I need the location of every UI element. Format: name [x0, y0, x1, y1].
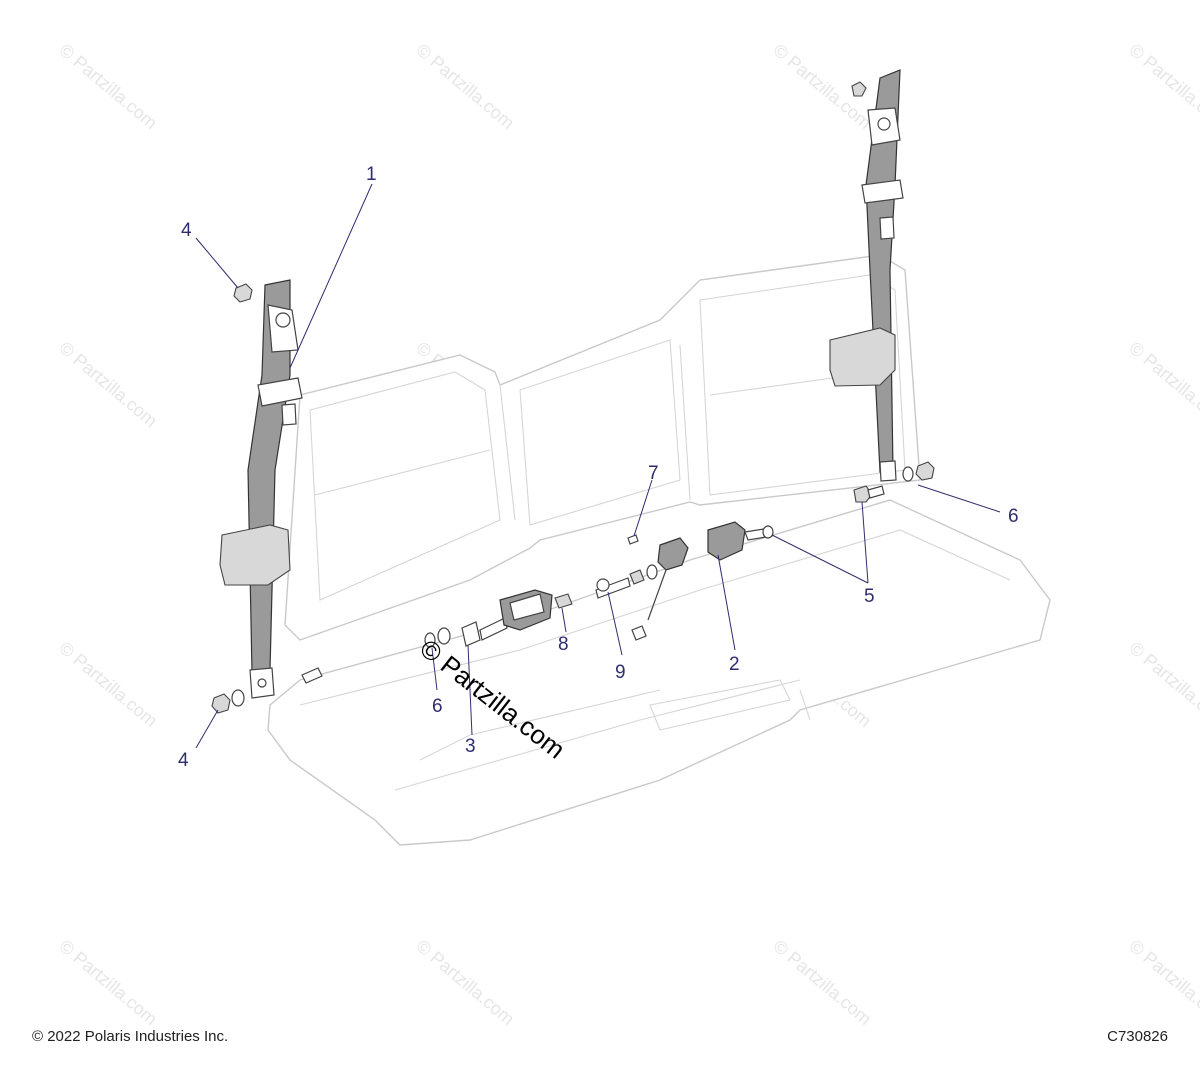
left-seat-belt: [219, 279, 303, 699]
right-seat-belt: [829, 69, 904, 482]
callout-6-left: 6: [432, 696, 443, 717]
watermark: © Partzilla.com: [412, 40, 518, 133]
callout-4-bottom: 4: [178, 750, 189, 771]
watermark: © Partzilla.com: [412, 936, 518, 1029]
watermark: © Partzilla.com: [769, 936, 875, 1029]
copyright-notice: © 2022 Polaris Industries Inc.: [32, 1028, 229, 1045]
callout-2: 2: [729, 654, 740, 675]
watermark: © Partzilla.com: [55, 638, 161, 731]
right-hardware: [851, 81, 935, 503]
watermark: © Partzilla.com: [55, 40, 161, 133]
seat-backrest: [284, 254, 921, 641]
watermark: © Partzilla.com: [1125, 638, 1200, 731]
watermark: © Partzilla.com: [1125, 338, 1200, 431]
callout-6-right: 6: [1008, 506, 1019, 527]
callout-1: 1: [366, 164, 377, 185]
callouts: 1 2 3 4 4 5 6 6 7 8 9: [178, 164, 1019, 771]
center-buckles: [461, 521, 774, 647]
callout-5: 5: [864, 586, 875, 607]
watermark: © Partzilla.com: [1125, 936, 1200, 1029]
seat-cushion: [267, 499, 1051, 846]
callout-4-top: 4: [181, 220, 192, 241]
figure-id: C730826: [1107, 1028, 1168, 1045]
watermark: © Partzilla.com: [55, 338, 161, 431]
watermark: © Partzilla.com: [55, 936, 161, 1029]
left-hardware: [211, 283, 451, 714]
callout-8: 8: [558, 634, 569, 655]
callout-7: 7: [648, 463, 659, 484]
callout-3: 3: [465, 736, 476, 757]
callout-9: 9: [615, 662, 626, 683]
leader-lines: [195, 183, 1001, 749]
watermark: © Partzilla.com: [1125, 40, 1200, 133]
